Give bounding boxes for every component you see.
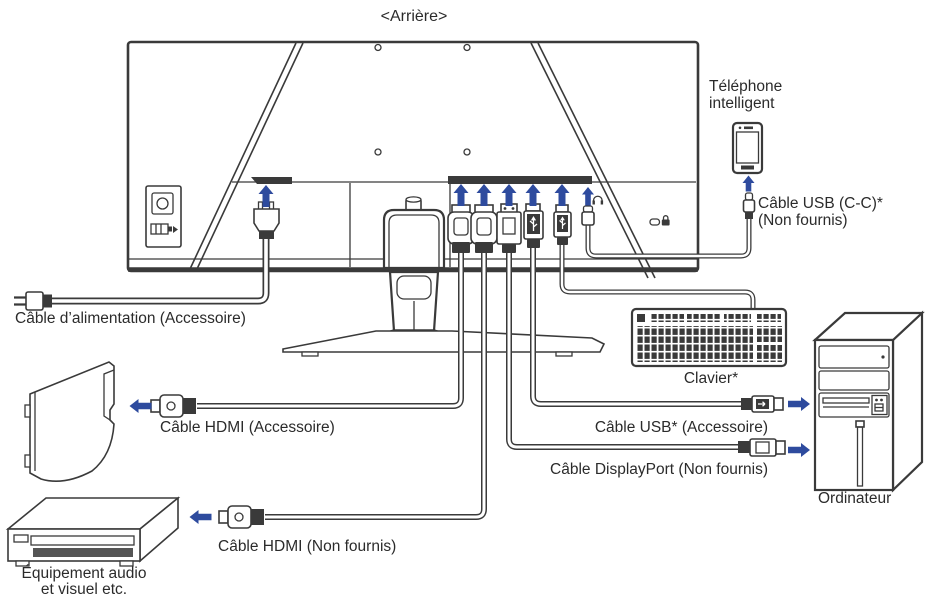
keyboard-cable: [559, 244, 756, 311]
arrow-up-usbb-icon: [554, 184, 570, 206]
ac-wall-plug: [14, 291, 52, 311]
drive-bay-1: [818, 345, 890, 369]
label-usb-cc-line1: Câble USB (C-C)*: [758, 195, 883, 212]
arrow-up-hdmi2-icon: [476, 184, 492, 206]
label-displayport-cable: Câble DisplayPort (Non fournis): [550, 461, 768, 478]
hdmi-cable-plug-top: [150, 394, 196, 418]
back-panel-left-edge: [189, 42, 297, 270]
label-phone-line2: intelligent: [709, 95, 775, 112]
av-equipment: [5, 496, 181, 567]
label-av-line1: Équipement audio: [22, 565, 147, 582]
arrow-up-usbc-icon: [582, 187, 594, 206]
headphone-icon: [592, 195, 604, 205]
usb-c-phone-plug: [742, 192, 756, 219]
drive-bay-2: [818, 370, 890, 391]
recess-shadow-power: [251, 177, 292, 184]
label-hdmi-top: Câble HDMI (Accessoire): [160, 419, 335, 436]
usb-cable-plug: [741, 395, 784, 413]
av-tray-slot: [30, 535, 135, 546]
joystick-button-icon: [151, 192, 174, 215]
label-keyboard: Clavier*: [684, 370, 738, 387]
arrow-up-dp-icon: [501, 184, 517, 206]
hdmi-cable-bottom: [265, 252, 487, 520]
diagram-title: <Arrière>: [381, 8, 448, 25]
power-switch-icon: [150, 223, 169, 235]
arrow-up-phone-icon: [742, 175, 755, 192]
arrow-up-usba-icon: [525, 184, 541, 206]
label-usb-cc-line2: (Non fournis): [758, 212, 848, 229]
label-av-line2: et visuel etc.: [41, 581, 127, 598]
hdmi-plug-2: [470, 204, 498, 253]
arrow-right-dp-icon: [788, 443, 810, 458]
computer-tower: [812, 310, 925, 493]
label-usb-cable: Câble USB* (Accessoire): [595, 419, 768, 436]
av-dark-slot: [33, 548, 133, 557]
hdmi-cable-plug-bottom: [218, 505, 264, 529]
stand-hinge: [382, 196, 446, 270]
recess-shadow-ports: [448, 176, 592, 184]
displayport-cable: [506, 252, 739, 450]
label-phone-line1: Téléphone: [709, 78, 782, 95]
label-computer: Ordinateur: [818, 490, 891, 507]
usb-c-port-plug: [581, 205, 595, 226]
displayport-cable-plug: [738, 438, 786, 457]
usb-cc-cable: [585, 218, 752, 259]
label-hdmi-bottom: Câble HDMI (Non fournis): [218, 538, 396, 555]
direction-arrows: [129, 175, 810, 524]
control-buttons: [145, 185, 182, 248]
vesa-holes: [374, 43, 471, 156]
arrow-up-hdmi1-icon: [453, 184, 469, 206]
drive-bay-3: [818, 392, 890, 418]
hdmi-cable-top: [197, 250, 464, 409]
back-panel-right-edge: [530, 42, 649, 279]
av-display-window: [13, 534, 29, 543]
lock-slot-icon: [649, 215, 670, 226]
label-power-cable: Câble d’alimentation (Accessoire): [15, 310, 246, 327]
power-cable: [52, 238, 270, 305]
smartphone: [731, 121, 764, 175]
arrow-right-usb-icon: [788, 397, 810, 412]
arrow-left-console-icon: [129, 399, 152, 414]
keyboard: [630, 307, 788, 368]
displayport-plug: [496, 203, 522, 253]
monitor-stand: [282, 183, 606, 357]
arrow-left-av-icon: [189, 510, 212, 524]
arrow-up-power-icon: [258, 185, 274, 207]
game-console: [24, 361, 115, 482]
stand-base: [282, 330, 606, 357]
usb-cable: [530, 248, 742, 407]
